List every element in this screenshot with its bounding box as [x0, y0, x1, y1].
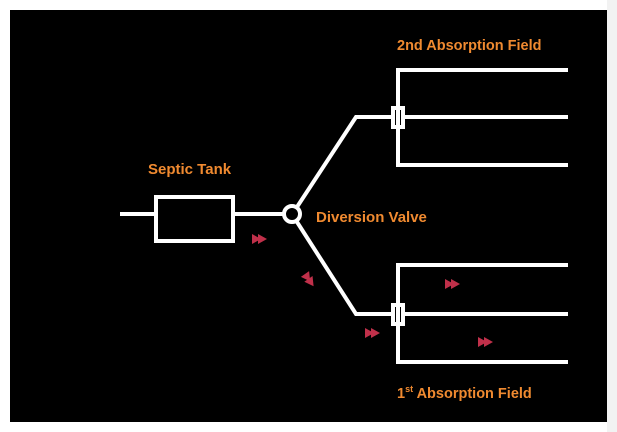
upper-branch-pipe [294, 115, 395, 210]
frame-edge [607, 0, 617, 432]
septic-tank-label: Septic Tank [148, 161, 232, 178]
septic-tank [154, 195, 235, 243]
diversion-valve-label: Diversion Valve [316, 209, 427, 226]
first-field-text: Absorption Field [413, 386, 532, 402]
first-absorption-field-label: 1st Absorption Field [397, 384, 532, 402]
lower-branch-pipe [294, 219, 395, 316]
flow-arrow-icon [478, 337, 493, 347]
second-absorption-field-label: 2nd Absorption Field [397, 38, 541, 54]
flow-arrow-icon [445, 279, 460, 289]
flow-arrow-icon [252, 234, 267, 244]
flow-arrow-icon [365, 328, 380, 338]
flow-arrow-icon [300, 271, 314, 287]
diagram-background [10, 10, 607, 422]
diversion-valve [282, 204, 302, 224]
first-field-number: 1 [397, 386, 405, 402]
first-field-superscript: st [405, 384, 413, 394]
